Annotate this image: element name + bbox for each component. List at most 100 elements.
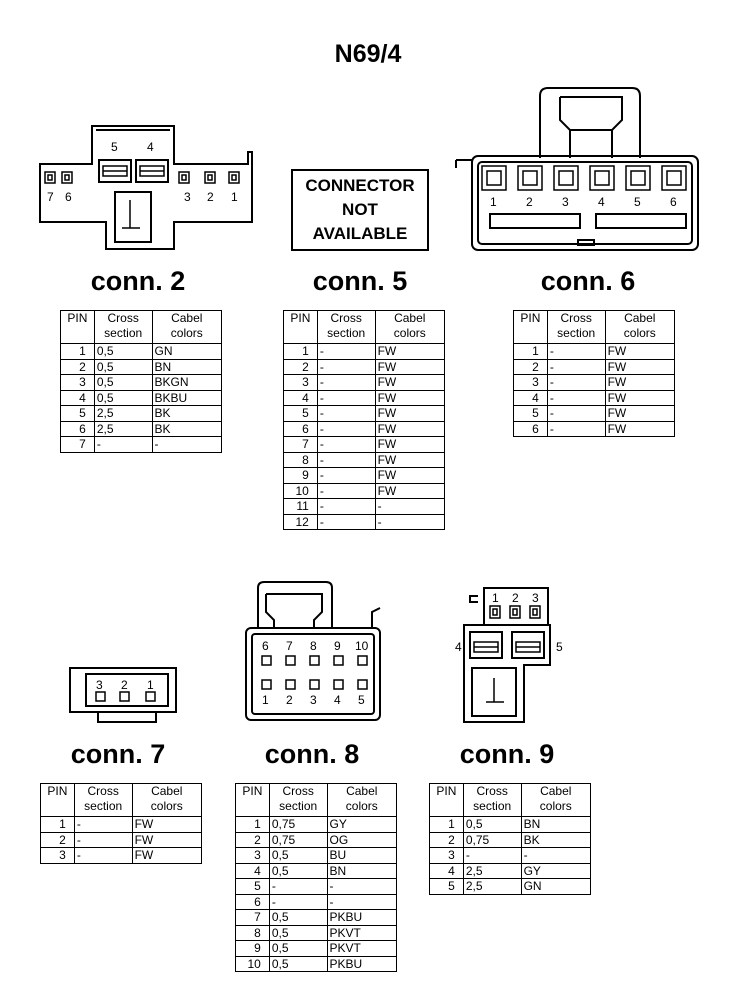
pin-number: 10 xyxy=(283,482,318,499)
cross-section-value: 0,5 xyxy=(93,374,153,391)
cable-color-value: BK xyxy=(151,420,223,437)
table-row: 3-FW xyxy=(283,374,446,391)
cross-section-value: - xyxy=(73,816,133,833)
cross-section-value: - xyxy=(546,405,606,422)
cross-section-value: 0,5 xyxy=(268,955,328,972)
pin-number: 3 xyxy=(235,847,270,864)
conn8-pin-label: 8 xyxy=(310,639,317,653)
cable-color-value: BN xyxy=(520,816,592,833)
pin-number: 3 xyxy=(60,374,95,391)
pin-header: PIN xyxy=(429,783,464,817)
conn2-pin-label: 7 xyxy=(47,190,54,204)
table-row: 3-- xyxy=(429,847,592,864)
pin-number: 9 xyxy=(283,467,318,484)
table-row: 5-- xyxy=(235,878,398,895)
cable-color-value: BK xyxy=(151,405,223,422)
conn8-drawing: 6 7 8 9 10 1 2 3 4 5 xyxy=(245,581,381,721)
pin-number: 12 xyxy=(283,513,318,530)
cable-color-value: BK xyxy=(520,831,592,848)
cross-section-value: 0,5 xyxy=(93,343,153,360)
cross-section-value: - xyxy=(316,482,376,499)
conn9-pin-label: 4 xyxy=(455,640,462,654)
cross-section-value: - xyxy=(73,831,133,848)
table-row: 5-FW xyxy=(283,405,446,422)
pin-number: 2 xyxy=(429,831,464,848)
cross-section-value: - xyxy=(316,374,376,391)
cross-section-value: 2,5 xyxy=(462,878,522,895)
cable-color-value: FW xyxy=(374,358,446,375)
conn9-pin-label: 3 xyxy=(532,591,539,605)
cable-color-value: GN xyxy=(520,878,592,895)
conn7-title: conn. 7 xyxy=(70,739,166,769)
cable-color-value: FW xyxy=(604,343,676,360)
cable-color-value: FW xyxy=(374,343,446,360)
cable-color-value: GY xyxy=(326,816,398,833)
cable-color-value: FW xyxy=(131,847,203,864)
table-row: 10-FW xyxy=(283,482,446,499)
table-row: 3-FW xyxy=(513,374,676,391)
table-row: 6-FW xyxy=(513,420,676,437)
table-row: 11-- xyxy=(283,498,446,515)
conn8-pin-label: 9 xyxy=(334,639,341,653)
table-row: 5-FW xyxy=(513,405,676,422)
cross-section-value: 2,5 xyxy=(93,405,153,422)
table-row: 7-- xyxy=(60,436,223,453)
conn7-pin-label: 3 xyxy=(96,678,103,692)
conn6-pin-label: 5 xyxy=(634,195,641,209)
pin-number: 2 xyxy=(235,831,270,848)
cross-section-value: 0,75 xyxy=(268,831,328,848)
table-row: 1-FW xyxy=(283,343,446,360)
pin-number: 8 xyxy=(235,924,270,941)
pin-number: 10 xyxy=(235,955,270,972)
pin-number: 1 xyxy=(429,816,464,833)
cross-section-value: 0,75 xyxy=(462,831,522,848)
cable-color-value: FW xyxy=(604,389,676,406)
cable-color-value: FW xyxy=(131,831,203,848)
not-available-line: CONNECTOR xyxy=(305,176,415,195)
cable-color-value: FW xyxy=(374,436,446,453)
cable-color-value: FW xyxy=(374,467,446,484)
conn2-title: conn. 2 xyxy=(90,266,186,296)
cable-color-value: FW xyxy=(374,482,446,499)
cross-section-value: 0,5 xyxy=(93,358,153,375)
page-title: N69/4 xyxy=(334,40,402,68)
cable-color-value: BN xyxy=(151,358,223,375)
cable-color-value: BN xyxy=(326,862,398,879)
conn6-pin-label: 4 xyxy=(598,195,605,209)
conn2-pin-label: 6 xyxy=(65,190,72,204)
pin-number: 7 xyxy=(283,436,318,453)
cross-section-value: 0,5 xyxy=(462,816,522,833)
pin-number: 1 xyxy=(513,343,548,360)
conn8-pin-label: 4 xyxy=(334,693,341,707)
pin-number: 3 xyxy=(40,847,75,864)
cable-color-value: BKBU xyxy=(151,389,223,406)
cable-color-value: - xyxy=(326,878,398,895)
conn9-pin-label: 5 xyxy=(556,640,563,654)
cable-color-value: PKBU xyxy=(326,909,398,926)
cable-color-value: FW xyxy=(374,420,446,437)
table-row: 8-FW xyxy=(283,451,446,468)
cable-color-value: PKVT xyxy=(326,924,398,941)
table-row: 12-- xyxy=(283,513,446,530)
conn2-pin-label: 4 xyxy=(147,140,154,154)
table-row: 6-FW xyxy=(283,420,446,437)
cable-color-value: BKGN xyxy=(151,374,223,391)
cable-color-value: FW xyxy=(374,374,446,391)
table-row: 2-FW xyxy=(40,831,203,848)
cable-color-value: - xyxy=(151,436,223,453)
